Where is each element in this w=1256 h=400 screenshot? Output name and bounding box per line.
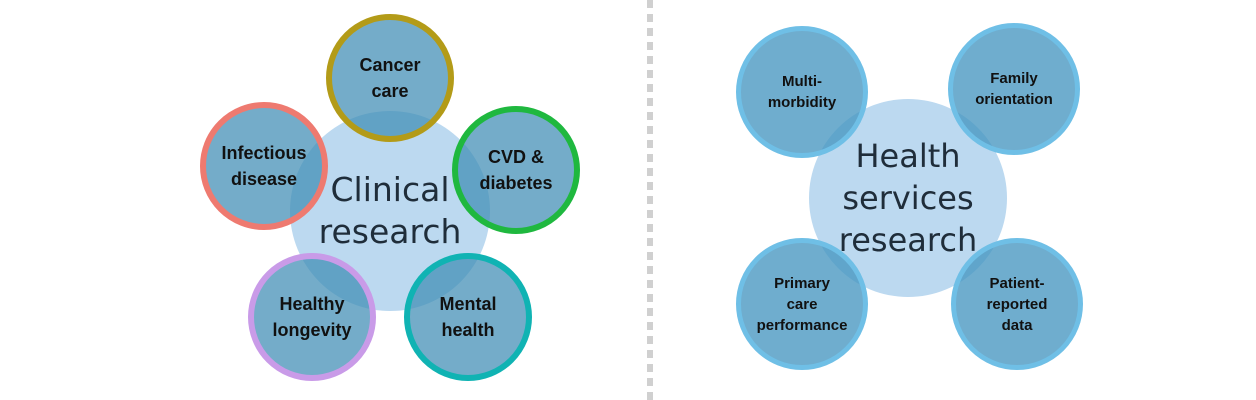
hub-line: Clinical [330, 170, 450, 209]
node-line: diabetes [479, 173, 553, 193]
node-line: Multi- [782, 73, 822, 90]
node-line: reported [986, 295, 1048, 313]
hub-line: research [318, 212, 462, 251]
node-primary-care-performance: Primary care performance [736, 238, 868, 370]
node-line: longevity [272, 320, 352, 340]
node-cvd-diabetes: CVD & diabetes [452, 106, 580, 234]
node-patient-reported-data: Patient- reported data [951, 238, 1083, 370]
hub-line: research [838, 221, 978, 259]
node-mental-health: Mental health [404, 253, 532, 381]
node-infectious-disease: Infectious disease [200, 102, 328, 230]
hub-line: services [842, 179, 974, 217]
node-family-orientation: Family orientation [948, 23, 1080, 155]
node-line: Primary [774, 274, 830, 292]
node-line: Infectious [221, 143, 307, 163]
node-line: data [1001, 316, 1033, 334]
node-line: CVD & [487, 147, 544, 167]
node-line: Family [990, 70, 1038, 87]
node-healthy-longevity: Healthy longevity [248, 253, 376, 381]
node-multi-morbidity: Multi- morbidity [736, 26, 868, 158]
node-line: care [786, 295, 818, 313]
node-line: Patient- [989, 274, 1045, 292]
node-line: Cancer [359, 55, 421, 75]
node-line: morbidity [767, 94, 837, 111]
node-line: Healthy [279, 294, 345, 314]
node-line: health [441, 320, 495, 340]
node-line: care [371, 81, 409, 101]
node-line: performance [756, 316, 848, 334]
node-line: disease [230, 169, 298, 189]
dotted-divider [647, 0, 653, 400]
node-cancer-care: Cancer care [326, 14, 454, 142]
node-line: orientation [975, 91, 1053, 108]
hub-line: Health [855, 137, 961, 175]
node-line: Mental [439, 294, 497, 314]
